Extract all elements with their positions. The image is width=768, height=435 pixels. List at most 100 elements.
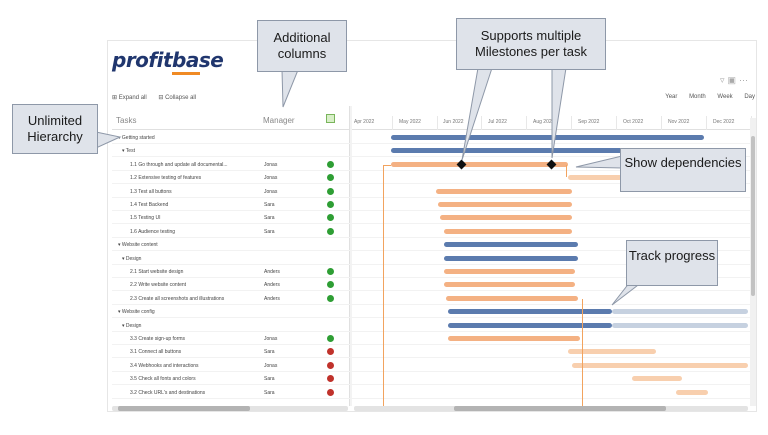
task-manager: Sara [264,228,275,235]
task-bar[interactable] [436,188,572,194]
group-row[interactable]: ▾ Getting started [112,131,750,144]
dependencies-pointer [575,155,623,169]
summary-bar-remaining[interactable] [612,309,748,315]
task-manager: Sara [264,389,275,396]
summary-bar[interactable] [391,135,704,140]
task-bar[interactable] [632,376,682,382]
status-column-icon[interactable] [326,114,335,123]
timeline-hscroll-thumb[interactable] [454,406,666,411]
grid-hscroll-thumb[interactable] [118,406,250,411]
task-bar[interactable] [676,389,708,395]
timeline-month-label: Aug 2022 [533,119,555,125]
task-bar[interactable] [572,362,748,368]
timeline-month-label: Nov 2022 [668,119,690,125]
status-dot-green [327,281,334,289]
milestone-pointer-1 [461,67,493,161]
expand-all-button[interactable]: ⊞ Expand all [112,95,147,101]
summary-bar[interactable] [444,255,578,261]
summary-bar-progress[interactable] [448,322,612,328]
task-row[interactable]: 1.1 Go through and update all documental… [112,158,750,171]
grid-header: Tasks Manager [112,110,349,130]
task-bar[interactable] [438,202,572,207]
summary-bar-progress[interactable] [448,309,612,315]
status-dot-red [327,375,334,383]
timeline-month-divider [661,116,662,130]
task-name: 3.1 Connect all buttons [130,349,182,356]
view-week-button[interactable]: Week [717,94,733,100]
timeline-month-divider [481,116,482,130]
task-name: ▾ Design [122,255,142,262]
group-row[interactable]: ▾ Website content [112,238,750,252]
columns-pointer [281,69,299,108]
task-manager: Sara [264,202,275,208]
summary-bar-remaining[interactable] [612,322,748,328]
task-bar[interactable] [440,215,572,221]
task-name: 3.4 Webhooks and interactions [130,362,199,369]
top-right-icons[interactable]: ▿▣⋯ [720,75,751,86]
task-name: 1.1 Go through and update all documental… [130,161,228,168]
task-name: 1.2 Extensive testing of features [130,175,202,182]
dependency-line [566,164,567,178]
task-row[interactable]: 3.2 Check URL's and destinations Sara [112,386,750,399]
export-icon[interactable]: ▣ [727,75,740,85]
status-dot-green [327,227,334,235]
task-row[interactable]: 2.3 Create all screenshots and illustrat… [112,292,750,305]
status-dot-red [327,361,334,369]
task-manager: Sara [264,349,275,356]
status-dot-green [327,294,334,302]
timeline-month-label: Jul 2022 [488,119,507,125]
task-name: 2.1 Start website design [130,269,184,275]
group-row[interactable]: ▾ Design [112,319,750,332]
manager-column-header[interactable]: Manager [263,116,295,125]
callout-additional-columns: Additional columns [257,20,347,72]
grid-timeline-splitter[interactable] [349,106,352,406]
task-name: 3.5 Check all fonts and colors [130,376,196,383]
group-row[interactable]: ▾ Test [112,144,750,158]
hierarchy-pointer [95,131,122,149]
view-day-button[interactable]: Day [744,94,755,100]
task-bar[interactable] [444,282,575,288]
task-bar[interactable] [444,269,575,274]
group-row[interactable]: ▾ Design [112,252,750,265]
vertical-scroll-thumb[interactable] [751,136,755,296]
task-name: ▾ Getting started [118,135,155,141]
status-dot-green [327,174,334,182]
task-manager: Jonas [264,188,278,195]
more-icon[interactable]: ⋯ [739,75,752,85]
collapse-all-button[interactable]: ⊟ Collapse all [158,95,197,101]
task-name: 3.2 Check URL's and destinations [130,389,206,396]
filter-icon[interactable]: ▿ [720,75,728,85]
task-name: 3.3 Create sign-up forms [130,336,186,342]
profitbase-logo: profitbase [112,48,224,72]
task-name: ▾ Test [122,148,135,155]
task-bar[interactable] [391,161,568,167]
task-manager: Sara [264,215,275,222]
view-year-button[interactable]: Year [665,94,678,100]
task-row[interactable]: 3.1 Connect all buttons Sara [112,345,750,359]
summary-bar[interactable] [444,242,578,248]
status-dot-green [327,201,334,208]
task-bar[interactable] [446,295,578,301]
task-bar[interactable] [448,336,580,341]
view-month-button[interactable]: Month [689,94,706,100]
task-name: ▾ Website content [118,242,158,249]
task-bar[interactable] [568,349,656,355]
task-manager: Anders [264,282,280,289]
tasks-column-header[interactable]: Tasks [116,116,137,125]
task-manager: Jonas [264,161,278,168]
group-row[interactable]: ▾ Website config [112,305,750,319]
task-bar[interactable] [444,228,572,234]
summary-bar[interactable] [391,148,704,154]
task-bar[interactable] [568,175,622,181]
